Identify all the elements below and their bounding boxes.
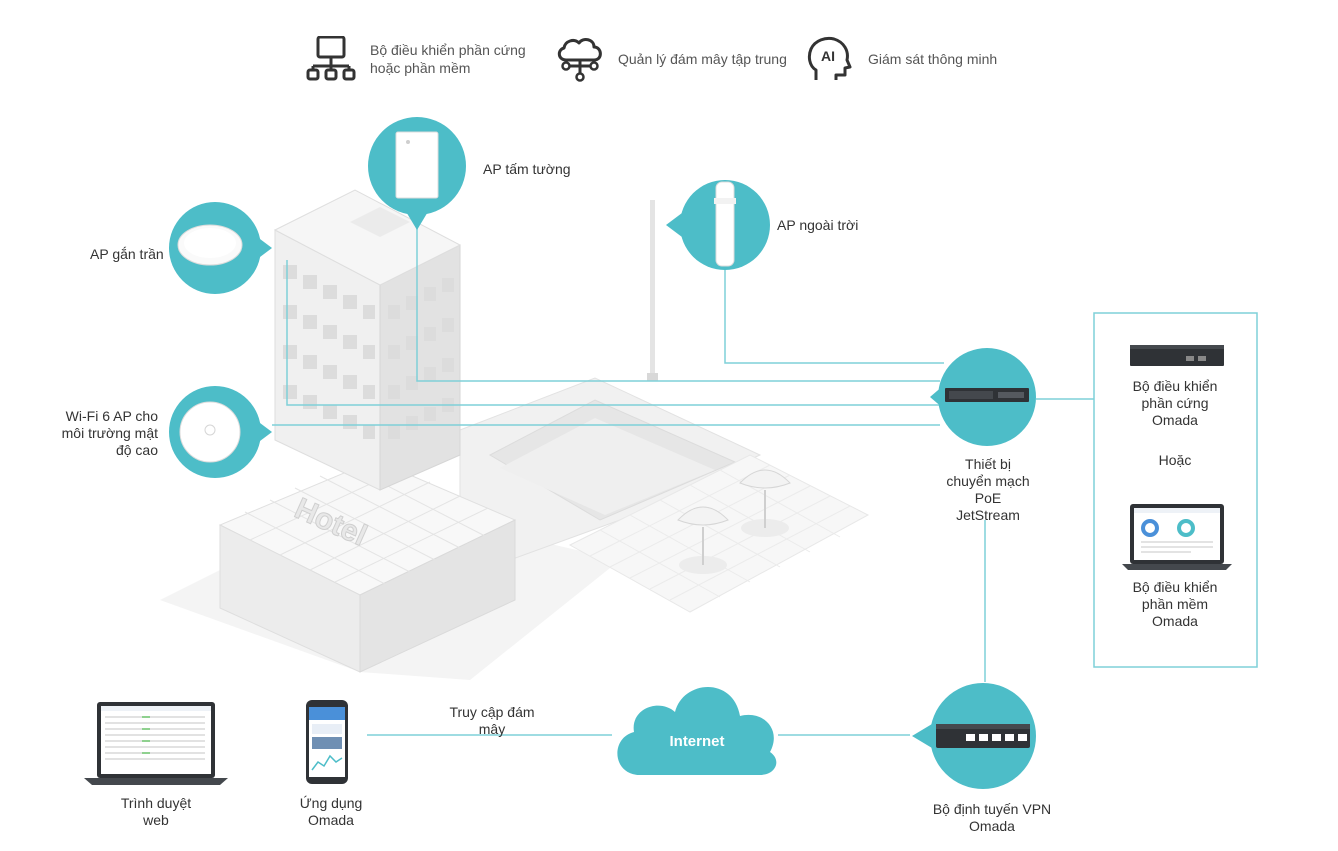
umbrella: [739, 469, 791, 537]
feature-text: Bộ điều khiển phần cứng hoặc phần mềm: [370, 42, 526, 76]
label-vpn-router: Bộ định tuyến VPN Omada: [932, 801, 1052, 834]
ap-ceiling-bubble: [169, 202, 272, 294]
internet-cloud: [617, 687, 777, 775]
ai-head-icon: AI: [807, 36, 852, 80]
feature-text: Giám sát thông minh: [868, 51, 998, 67]
feature-text: Quản lý đám mây tập trung: [618, 51, 787, 67]
feature-hardware-software: Bộ điều khiển phần cứng hoặc phần mềm: [306, 36, 526, 82]
label-hardware-controller: Bộ điều khiển phần cứng Omada: [1132, 378, 1218, 428]
ap-outdoor-bubble: [666, 180, 770, 270]
hardware-controller-device: [1130, 345, 1224, 366]
web-browser-laptop: [84, 702, 228, 785]
network-hierarchy-icon: [306, 36, 356, 81]
label-omada-app: Ứng dụng Omada: [299, 795, 363, 828]
software-controller-laptop: [1122, 504, 1232, 570]
feature-smart-monitoring: AI Giám sát thông minh: [806, 36, 997, 82]
label-internet: Internet: [669, 733, 725, 750]
cloud-network-icon: [557, 38, 602, 82]
ap-wall-bubble: [368, 117, 466, 230]
connection-lines: [272, 208, 1094, 736]
omada-app-phone: [306, 700, 348, 784]
label-web-browser: Trình duyệt web: [120, 795, 192, 828]
controller-box: [1093, 312, 1258, 668]
label-cloud-access: Truy cập đám mây: [449, 704, 535, 737]
label-ap-outdoor: AP ngoài trời: [777, 217, 859, 233]
ap-wifi6-bubble: [169, 386, 272, 478]
feature-cloud-management: Quản lý đám mây tập trung: [554, 36, 787, 82]
patio: [568, 454, 870, 613]
label-ap-ceiling: AP gắn trần: [90, 246, 164, 262]
svg-text:AI: AI: [821, 48, 835, 64]
pool-area: [459, 377, 762, 561]
umbrella: [677, 506, 729, 574]
outdoor-pole: [647, 200, 658, 381]
label-poe-switch: Thiết bị chuyển mạch PoE JetStream: [946, 456, 1030, 523]
label-software-controller: Bộ điều khiển phần mềm Omada: [1132, 579, 1218, 629]
label-ap-wall: AP tấm tường: [483, 161, 571, 177]
label-or: Hoặc: [1158, 452, 1192, 468]
poe-switch-bubble: [930, 348, 1036, 446]
label-ap-wifi6: Wi-Fi 6 AP cho môi trường mật độ cao: [61, 408, 158, 458]
vpn-router-bubble: [912, 683, 1036, 789]
